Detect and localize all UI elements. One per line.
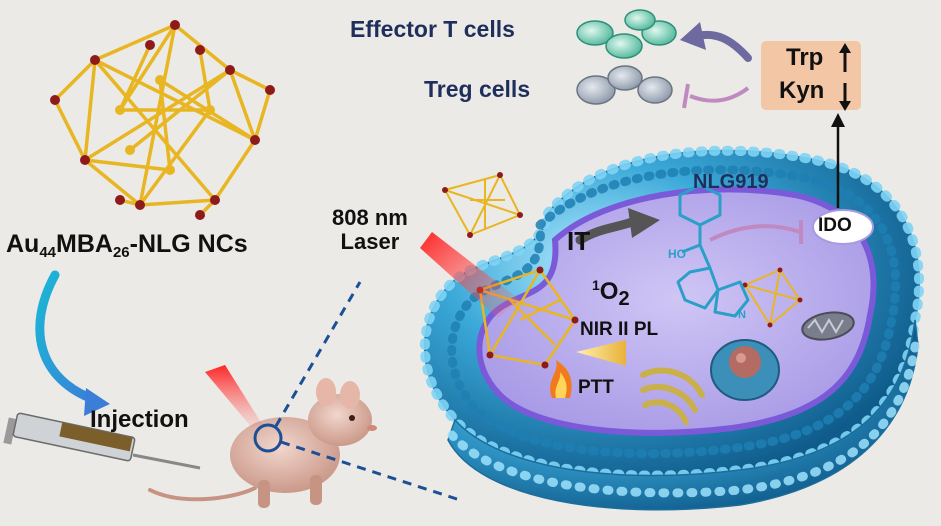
injection-arrow-head [84,388,110,416]
treg-cells-label: Treg cells [424,76,531,102]
singlet-oxygen-label: 1O2 [592,277,630,310]
n-atom-text: N [738,309,746,321]
syringe [3,412,201,470]
trp-label: Trp [786,44,824,71]
golgi [640,367,705,425]
effector-t-cells-label: Effector T cells [350,16,515,42]
tumor-site-marker [253,423,283,453]
injection-arrow [35,270,100,405]
laser-beam-cell [420,232,520,318]
effector-t-cells [576,9,677,59]
treg-cells [576,65,673,105]
kyn-label: Kyn [779,77,825,104]
treg-inhibit-bar [682,83,690,109]
au-nanocluster-model [53,23,272,217]
zoom-line-top [274,281,362,427]
nir-ii-pl-label: NIR II PL [580,319,659,340]
nanocluster-cytoplasm [742,267,803,328]
treg-inhibit-arrow [689,86,750,103]
membrane-bead-row [447,335,921,498]
it-arrow [575,217,637,245]
laser-word: Laser [340,229,400,254]
ptt-flame [550,360,572,398]
mitochondrion [801,311,855,341]
nlg919-molecule [676,183,750,318]
gold-atoms [115,75,215,175]
nlg919-label: NLG919 [693,171,769,193]
nlg-inhibit-arrow [709,224,801,242]
nanocluster-inside-cell [476,266,579,369]
nucleus [710,339,780,401]
it-label: IT [567,226,591,256]
ido-label: IDO [818,215,852,236]
it-arrow-head [628,208,660,238]
nanocluster-at-membrane [442,172,523,238]
laser-beam-mouse [205,365,262,428]
injection-label: Injection [90,406,189,433]
ho-group-text: HO [668,247,686,261]
ido-enzyme [812,209,874,245]
effector-arrow-head [680,22,706,50]
mouse [148,378,377,508]
nanocluster-label: Au44MBA26-NLG NCs [6,230,248,261]
sulfur-atoms [50,20,275,220]
laser-wavelength: 808 nm [332,205,408,230]
ptt-label: PTT [578,377,614,398]
nir-emission-cone [576,340,626,366]
ido-up-arrow-head [831,113,845,127]
